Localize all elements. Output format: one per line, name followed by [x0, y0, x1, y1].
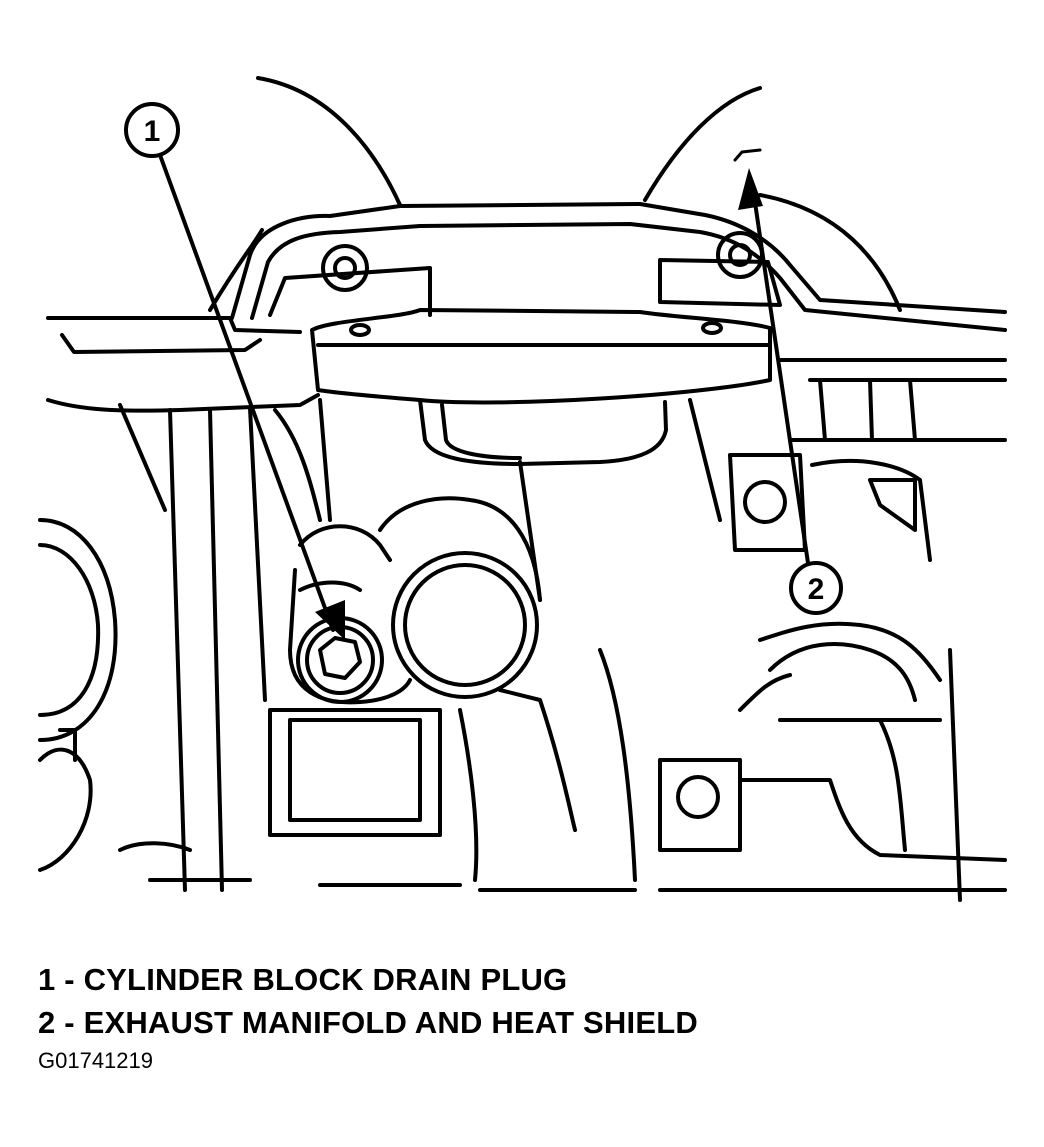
exhaust-manifold-heat-shield — [230, 202, 1007, 466]
callout-2 — [733, 148, 843, 615]
coolant-tube — [378, 460, 542, 699]
legend-item-1: 1 - CYLINDER BLOCK DRAIN PLUG — [38, 962, 568, 997]
block-right-area — [688, 378, 1007, 902]
legend: 1 - CYLINDER BLOCK DRAIN PLUG 2 - EXHAUS… — [38, 958, 698, 1044]
block-ribs-left — [38, 398, 332, 892]
manifold-bolt-left — [321, 244, 369, 292]
block-lower-panels — [38, 648, 1007, 892]
upper-block-outline — [208, 76, 902, 312]
callout-1 — [124, 102, 335, 632]
figure-id: G01741219 — [38, 1048, 153, 1073]
arrowhead-2 — [738, 168, 763, 210]
block-deck — [46, 316, 1007, 413]
engine-block-illustration: 1 2 — [38, 76, 1007, 902]
callout-2-number: 2 — [808, 573, 825, 606]
arrowhead-1 — [315, 600, 345, 640]
legend-item-2: 2 - EXHAUST MANIFOLD AND HEAT SHIELD — [38, 1005, 698, 1040]
callout-1-number: 1 — [144, 115, 161, 148]
